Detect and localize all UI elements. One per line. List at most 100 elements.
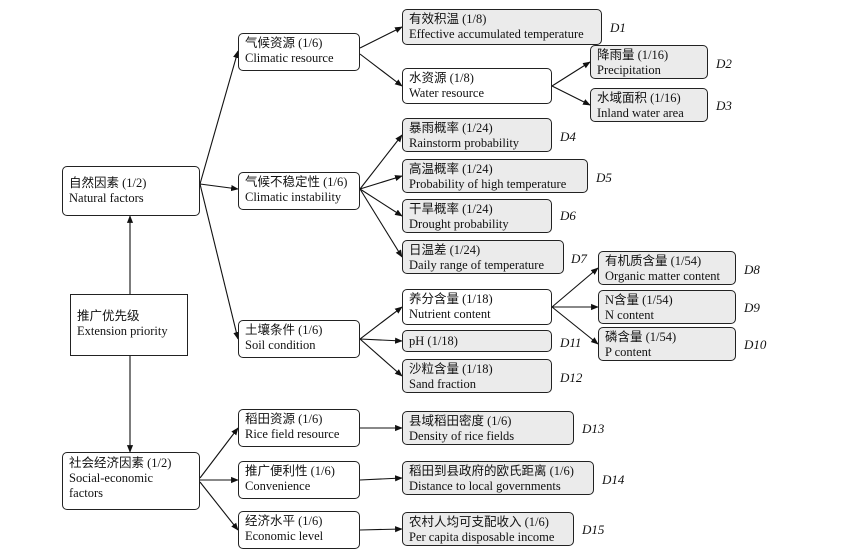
indicator-d8-zh: 有机质含量 (1/54) — [605, 254, 702, 268]
indicator-d2-en: Precipitation — [597, 63, 661, 77]
subcriterion-water-resource-box: 水资源 (1/8) Water resource — [402, 68, 552, 104]
connector-instability-to-d7 — [359, 188, 403, 258]
criterion-soil-condition-zh: 土壤条件 (1/6) — [245, 323, 323, 337]
indicator-d14-tag: D14 — [602, 472, 625, 487]
connector-climatic-resource-to-water-resource — [359, 53, 403, 87]
connector-soil-to-nutrient — [359, 306, 403, 340]
indicator-d10-box: 磷含量 (1/54) P content — [598, 327, 736, 361]
indicator-d6-en: Drought probability — [409, 217, 509, 231]
subcriterion-nutrient-content-zh: 养分含量 (1/18) — [409, 292, 493, 306]
criterion-economic-level-en: Economic level — [245, 529, 324, 543]
connector-instability-to-d4 — [359, 134, 403, 190]
indicator-d13-tag: D13 — [582, 421, 605, 436]
connector-soil-to-d11 — [359, 337, 403, 344]
indicator-d3-zh: 水域面积 (1/16) — [597, 91, 681, 105]
indicator-d14-zh: 稻田到县政府的欧氏距离 (1/6) — [409, 464, 574, 478]
indicator-d11-tag: D11 — [560, 335, 582, 350]
indicator-d5-en: Probability of high temperature — [409, 177, 567, 191]
criterion-climatic-instability-zh: 气候不稳定性 (1/6) — [245, 175, 348, 189]
connector-water-resource-to-d2 — [551, 61, 591, 87]
connector-nutrient-to-d8 — [551, 267, 599, 308]
subcriterion-water-resource-zh: 水资源 (1/8) — [409, 71, 474, 85]
indicator-d8-tag: D8 — [744, 262, 760, 277]
indicator-d6-zh: 干旱概率 (1/24) — [409, 202, 493, 216]
connector-nutrient-to-d10 — [551, 306, 599, 345]
criterion-soil-condition-en: Soil condition — [245, 338, 316, 352]
indicator-d15-tag: D15 — [582, 522, 605, 537]
indicator-d7-box: 日温差 (1/24) Daily range of temperature — [402, 240, 564, 274]
criterion-climatic-resource-en: Climatic resource — [245, 51, 334, 65]
connector-climatic-resource-to-d1 — [359, 26, 403, 49]
criterion-climatic-instability-en: Climatic instability — [245, 190, 342, 204]
connector-socioeconomic-to-rice-field — [199, 427, 239, 479]
indicator-d15-box: 农村人均可支配收入 (1/6) Per capita disposable in… — [402, 512, 574, 546]
factor-natural-en: Natural factors — [69, 191, 144, 205]
indicator-d15-en: Per capita disposable income — [409, 530, 555, 544]
indicator-d1-en: Effective accumulated temperature — [409, 27, 584, 41]
indicator-d15-zh: 农村人均可支配收入 (1/6) — [409, 515, 549, 529]
indicator-d8-en: Organic matter content — [605, 269, 721, 283]
indicator-d9-tag: D9 — [744, 300, 760, 315]
indicator-d9-zh: N含量 (1/54) — [605, 293, 673, 307]
criterion-climatic-resource-zh: 气候资源 (1/6) — [245, 36, 323, 50]
indicator-d3-en: Inland water area — [597, 106, 684, 120]
root-box: 推广优先级 Extension priority — [70, 294, 188, 356]
criterion-rice-field-resource-zh: 稻田资源 (1/6) — [245, 412, 323, 426]
connector-economic-to-d15 — [359, 526, 403, 533]
indicator-d2-tag: D2 — [716, 56, 732, 71]
criterion-convenience-zh: 推广便利性 (1/6) — [245, 464, 335, 478]
indicator-d1-box: 有效积温 (1/8) Effective accumulated tempera… — [402, 9, 602, 45]
factor-socioeconomic-en: Social-economic — [69, 471, 153, 485]
indicator-d12-box: 沙粒含量 (1/18) Sand fraction — [402, 359, 552, 393]
factor-socioeconomic-box: 社会经济因素 (1/2) Social-economic factors — [62, 452, 200, 510]
subcriterion-nutrient-content-box: 养分含量 (1/18) Nutrient content — [402, 289, 552, 325]
indicator-d6-tag: D6 — [560, 208, 576, 223]
root-zh: 推广优先级 — [77, 309, 140, 323]
indicator-d5-box: 高温概率 (1/24) Probability of high temperat… — [402, 159, 588, 193]
indicator-d12-zh: 沙粒含量 (1/18) — [409, 362, 493, 376]
indicator-d1-zh: 有效积温 (1/8) — [409, 12, 487, 26]
factor-socioeconomic-zh: 社会经济因素 (1/2) — [69, 456, 172, 470]
indicator-d11-box: pH (1/18) — [402, 330, 552, 352]
indicator-d10-en: P content — [605, 345, 652, 359]
criterion-convenience-en: Convenience — [245, 479, 311, 493]
criterion-economic-level-box: 经济水平 (1/6) Economic level — [238, 511, 360, 549]
indicator-d2-box: 降雨量 (1/16) Precipitation — [590, 45, 708, 79]
indicator-d13-box: 县域稻田密度 (1/6) Density of rice fields — [402, 411, 574, 445]
indicator-d7-zh: 日温差 (1/24) — [409, 243, 481, 257]
connector-natural-to-climatic-instability — [199, 183, 239, 192]
criterion-climatic-instability-box: 气候不稳定性 (1/6) Climatic instability — [238, 172, 360, 210]
indicator-d4-zh: 暴雨概率 (1/24) — [409, 121, 493, 135]
factor-natural-zh: 自然因素 (1/2) — [69, 176, 147, 190]
indicator-d4-box: 暴雨概率 (1/24) Rainstorm probability — [402, 118, 552, 152]
indicator-d2-zh: 降雨量 (1/16) — [597, 48, 669, 62]
factor-socioeconomic-en2: factors — [69, 486, 104, 500]
indicator-d14-box: 稻田到县政府的欧氏距离 (1/6) Distance to local gove… — [402, 461, 594, 495]
indicator-d7-en: Daily range of temperature — [409, 258, 545, 272]
indicator-d4-tag: D4 — [560, 129, 576, 144]
indicator-d5-zh: 高温概率 (1/24) — [409, 162, 493, 176]
connector-convenience-to-d14 — [359, 475, 403, 482]
indicator-d6-box: 干旱概率 (1/24) Drought probability — [402, 199, 552, 233]
indicator-d12-en: Sand fraction — [409, 377, 476, 391]
criterion-soil-condition-box: 土壤条件 (1/6) Soil condition — [238, 320, 360, 358]
indicator-d4-en: Rainstorm probability — [409, 136, 520, 150]
subcriterion-nutrient-content-en: Nutrient content — [409, 307, 491, 321]
indicator-d3-tag: D3 — [716, 98, 732, 113]
indicator-d7-tag: D7 — [571, 251, 587, 266]
indicator-d10-tag: D10 — [744, 337, 767, 352]
criterion-economic-level-zh: 经济水平 (1/6) — [245, 514, 323, 528]
connector-socioeconomic-to-economic — [199, 481, 239, 531]
root-en: Extension priority — [77, 324, 168, 338]
criterion-rice-field-resource-box: 稻田资源 (1/6) Rice field resource — [238, 409, 360, 447]
criterion-rice-field-resource-en: Rice field resource — [245, 427, 340, 441]
indicator-d9-en: N content — [605, 308, 654, 322]
indicator-d13-en: Density of rice fields — [409, 429, 515, 443]
indicator-d12-tag: D12 — [560, 370, 583, 385]
indicator-d5-tag: D5 — [596, 170, 612, 185]
connector-natural-to-climatic-resource — [199, 50, 240, 185]
indicator-d10-zh: 磷含量 (1/54) — [605, 330, 677, 344]
subcriterion-water-resource-en: Water resource — [409, 86, 484, 100]
